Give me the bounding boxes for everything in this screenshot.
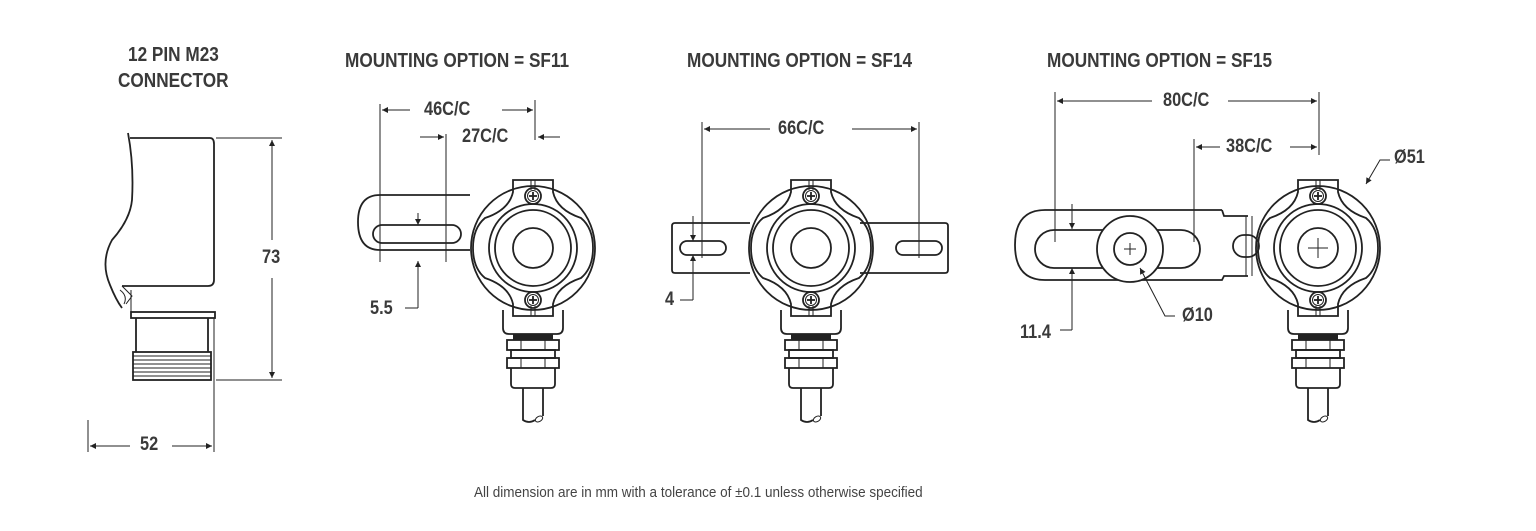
sf14-drawing (671, 122, 949, 425)
sf11-title: MOUNTING OPTION = SF11 (345, 50, 570, 72)
sf14-slot-dim: 4 (665, 289, 675, 310)
sf15-hole-diameter-dim: Ø10 (1182, 305, 1213, 326)
sf11-outer-dim: 46C/C (424, 99, 471, 120)
sf15-drawing (1014, 92, 1390, 425)
sf14-title: MOUNTING OPTION = SF14 (687, 50, 913, 72)
sf14-outer-dim: 66C/C (778, 118, 825, 139)
sf15-inner-dim: 38C/C (1226, 136, 1273, 157)
sf15-title: MOUNTING OPTION = SF15 (1047, 50, 1273, 72)
sf15-outer-dim: 80C/C (1163, 90, 1210, 111)
connector-drawing (87, 132, 282, 452)
connector-title-line2: CONNECTOR (118, 70, 229, 92)
sf11-slot-dim: 5.5 (370, 298, 393, 319)
sf11-inner-dim: 27C/C (462, 126, 509, 147)
connector-width-dim: 52 (140, 434, 159, 455)
sf15-slot-dim: 11.4 (1020, 322, 1051, 343)
sf11-drawing (357, 100, 596, 425)
connector-title-line1: 12 PIN M23 (128, 44, 219, 66)
tolerance-note: All dimension are in mm with a tolerance… (474, 484, 923, 501)
sf15-body-diameter-dim: Ø51 (1394, 147, 1425, 168)
connector-height-dim: 73 (262, 247, 281, 268)
